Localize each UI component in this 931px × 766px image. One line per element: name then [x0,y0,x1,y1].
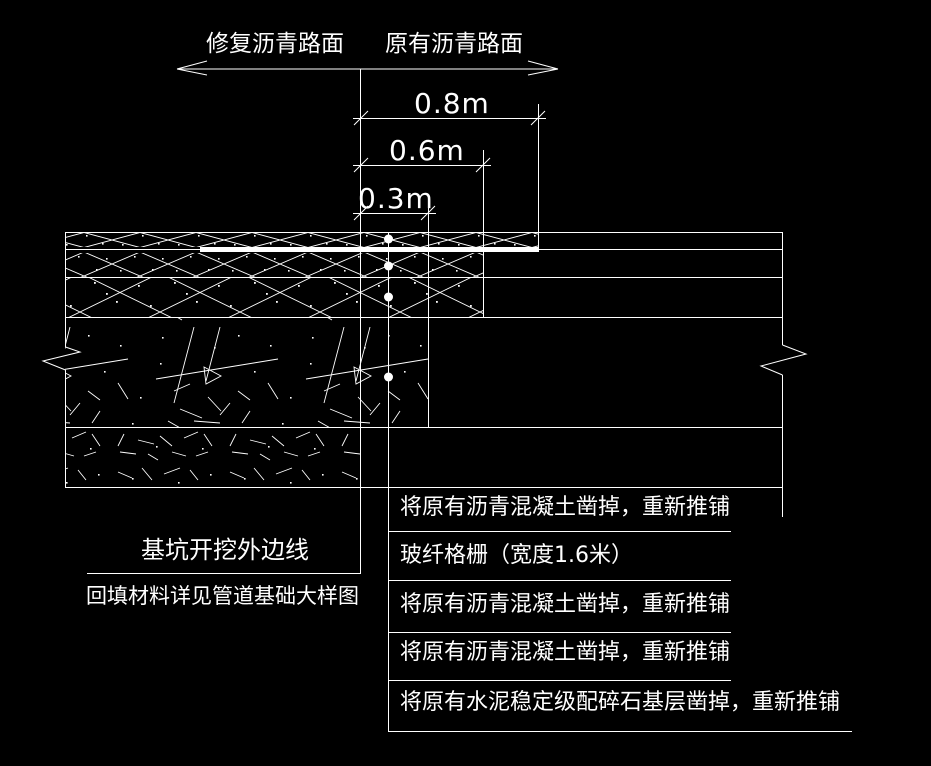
leader-dot-layer3 [384,292,393,302]
right-break-line [759,232,808,517]
left-break-line [41,232,82,488]
layer5-subbase-hatch [65,428,361,487]
layer-hatching [65,233,538,487]
leader-dot-layer2 [384,261,393,271]
layer3-asphalt-hatch [65,278,483,317]
label-backfill-note: 回填材料详见管道基础大样图 [86,584,359,608]
annotation-row-3: 将原有沥青混凝土凿掉，重新推铺 [400,592,731,617]
pavement-extent-arrow [176,60,559,76]
annotation-row-4: 将原有沥青混凝土凿掉，重新推铺 [400,640,731,665]
label-original-pavement: 原有沥青路面 [385,31,523,57]
annotation-row-5: 将原有水泥稳定级配碎石基层凿掉，重新推铺 [400,690,841,715]
leader-dot-layer1 [384,234,393,244]
annotation-row-1: 将原有沥青混凝土凿掉，重新推铺 [400,495,731,520]
geogrid-bar [200,247,538,252]
label-excavation-edge: 基坑开挖外边线 [141,536,309,564]
section-layer-lines [41,69,808,573]
arrowhead-left [176,60,208,76]
dim-text-08m: 0.8m [414,87,490,120]
leader-line [384,232,393,731]
annotation-leaders [87,531,852,732]
dimension-lines [353,110,546,221]
label-repaired-pavement: 修复沥青路面 [206,31,344,57]
annotation-row-2: 玻纤格栅（宽度1.6米） [400,543,633,568]
layer2-asphalt-hatch [65,253,483,277]
leader-dot-layer4 [384,372,393,382]
layer4-base-hatch [65,318,428,427]
arrowhead-right [527,60,559,76]
dim-text-06m: 0.6m [389,134,465,167]
dim-text-03m: 0.3m [358,182,434,215]
layer1-asphalt-hatch [65,233,538,247]
